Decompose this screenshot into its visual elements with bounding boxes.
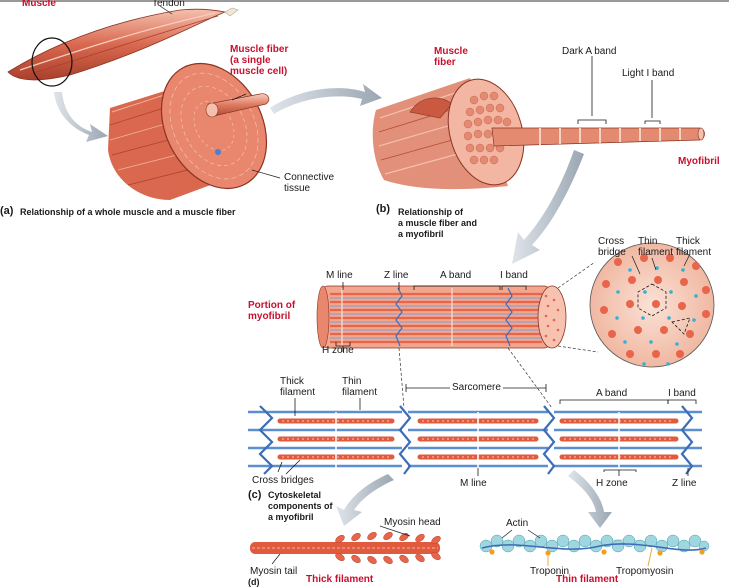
label-m-line-c: M line: [460, 478, 487, 489]
label-tropomyosin: Tropomyosin: [616, 566, 674, 577]
caption-b-text: Relationship of a muscle fiber and a myo…: [398, 207, 478, 239]
arrow-a-to-b: [270, 84, 382, 114]
label-m-line: M line: [326, 270, 353, 281]
label-portion-of-myofibril: Portion of myofibril: [248, 300, 296, 322]
caption-c-letter: (c): [248, 489, 262, 501]
caption-c-text: Cytoskeletal components of a myofibril: [268, 490, 333, 522]
label-muscle-fiber-single-cell: Muscle fiber (a single muscle cell): [230, 44, 289, 77]
caption-b-letter: (b): [376, 203, 391, 215]
label-thick-filament-d: Thick filament: [306, 574, 374, 585]
caption-a-text: Relationship of a whole muscle and a mus…: [20, 207, 236, 217]
label-z-line: Z line: [384, 270, 409, 281]
myofibril-cross-section-circle: [589, 242, 715, 368]
label-h-zone-c: H zone: [596, 478, 628, 489]
caption-a-letter: (a): [0, 205, 14, 217]
label-a-band: A band: [440, 270, 472, 281]
leaders-a: [159, 5, 281, 179]
label-light-i-band: Light I band: [622, 68, 675, 79]
label-muscle: Muscle: [22, 0, 56, 9]
myofibril-portion-illustration: [316, 285, 567, 349]
label-thin-filament-c: Thin filament: [342, 376, 378, 398]
arrow-b-to-myofibril: [512, 150, 584, 264]
muscle-fiber-illustration: [372, 78, 705, 190]
label-a-band-c: A band: [596, 388, 628, 399]
leader-lines: [398, 261, 599, 409]
label-thin-filament-xs: Thin filament: [638, 236, 674, 258]
arrow-a1: [54, 92, 108, 142]
label-actin: Actin: [506, 518, 529, 529]
label-myosin-head: Myosin head: [384, 517, 441, 528]
thick-filament-illustration: [250, 525, 441, 565]
caption-d-letter: (d): [248, 577, 260, 587]
label-muscle-fiber: Muscle fiber: [434, 46, 468, 68]
label-i-band: I band: [500, 270, 528, 281]
whole-muscle-illustration: [7, 7, 239, 87]
label-dark-a-band: Dark A band: [562, 46, 617, 57]
label-cross-bridge: Cross bridge: [598, 236, 626, 258]
label-z-line-c: Z line: [672, 478, 697, 489]
band-brackets-b: [577, 56, 661, 124]
label-cross-bridges: Cross bridges: [252, 475, 314, 486]
muscle-cross-section: [108, 62, 270, 200]
arrow-to-thin-filament: [568, 470, 612, 528]
label-thin-filament-d: Thin filament: [556, 574, 619, 585]
label-connective-tissue: Connective tissue: [284, 172, 335, 194]
label-thick-filament-c: Thick filament: [280, 376, 316, 398]
label-i-band-c: I band: [668, 388, 696, 399]
sarcomere-illustration: [248, 405, 702, 475]
label-troponin: Troponin: [530, 566, 570, 577]
label-tendon: Tendon: [152, 0, 185, 9]
arrow-to-thick-filament: [336, 474, 394, 526]
label-h-zone: H zone: [322, 345, 354, 356]
label-thick-filament-xs: Thick filament: [676, 236, 712, 258]
band-brackets-portion: [335, 282, 527, 352]
thin-filament-illustration: [479, 529, 710, 567]
label-myofibril: Myofibril: [678, 156, 720, 167]
label-sarcomere: Sarcomere: [450, 382, 503, 393]
label-myosin-tail: Myosin tail: [250, 566, 298, 577]
